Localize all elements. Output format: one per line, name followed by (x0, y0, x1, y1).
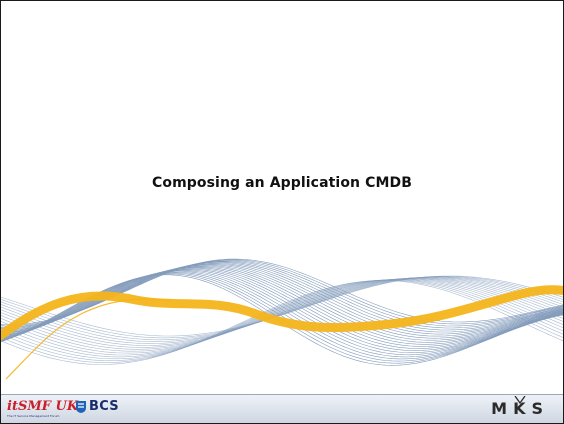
blue-wave-line (1, 277, 563, 350)
blue-wave-line (1, 265, 563, 341)
blue-wave-line (1, 279, 563, 362)
blue-wave-line (1, 267, 563, 347)
blue-wave-line (1, 265, 563, 343)
itsmf-uk-logo: itSMF UK (7, 400, 78, 413)
mks-logo-text: MKS (491, 399, 549, 418)
itsmf-tagline: The IT Service Management Forum (7, 414, 60, 418)
blue-wave-line (1, 264, 563, 339)
bcs-logo-text: BCS (89, 399, 119, 414)
blue-wave-line (1, 279, 563, 360)
blue-wave-line (1, 278, 563, 354)
blue-wave-line (1, 276, 563, 341)
blue-wave-line (1, 277, 563, 346)
blue-wave-line (1, 279, 563, 358)
itsmf-logo-text: itSMF UK (7, 399, 79, 414)
mks-caret-icon (514, 396, 526, 404)
blue-wave-line (1, 268, 563, 349)
mks-logo: MKS (491, 396, 549, 418)
blue-wave-line (1, 266, 563, 345)
decorative-wave-graphic (1, 258, 563, 380)
blue-wave-line (1, 278, 563, 356)
blue-wave-line (1, 262, 563, 335)
blue-wave-line (1, 271, 563, 360)
slide-title: Composing an Application CMDB (152, 175, 412, 191)
blue-wave-line (1, 280, 563, 365)
yellow-wave-ribbon (1, 285, 563, 341)
blue-wave-line (1, 277, 563, 348)
blue-wave-line (1, 278, 563, 352)
bcs-shield-icon (76, 400, 86, 413)
bcs-logo: BCS (76, 400, 119, 413)
blue-wave-line (1, 279, 563, 363)
blue-wave-line (1, 276, 563, 344)
blue-wave-line (1, 276, 563, 342)
yellow-wave-thin (5, 298, 172, 380)
blue-wave-line (1, 263, 563, 337)
footer-bar: itSMF UK The IT Service Management Forum… (1, 394, 563, 423)
blue-wave-line (1, 268, 563, 351)
